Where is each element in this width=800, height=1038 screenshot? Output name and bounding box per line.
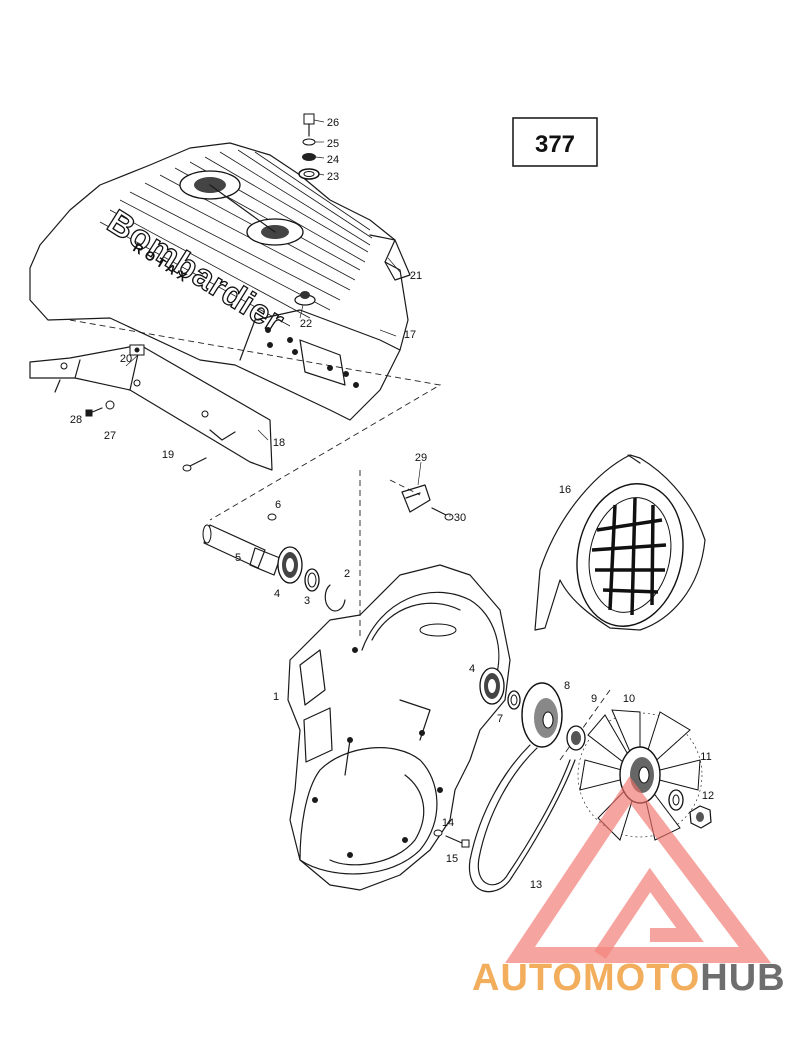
part-label-29: 29 <box>415 452 427 464</box>
part-label-27: 27 <box>104 430 116 442</box>
part-label-2: 2 <box>344 568 350 580</box>
part-label-6: 6 <box>275 499 281 511</box>
part-label-19: 19 <box>162 449 174 461</box>
leader-lines <box>125 119 451 517</box>
part-label-23: 23 <box>327 171 339 183</box>
fan-housing <box>287 564 511 891</box>
part-label-16: 16 <box>559 484 571 496</box>
part-label-4: 4 <box>274 588 280 600</box>
bracket-hardware <box>85 400 207 472</box>
part-label-18: 18 <box>273 437 285 449</box>
watermark-text-part1: AUTOMOTO <box>472 957 700 999</box>
page-reference-box: 377 <box>512 117 598 167</box>
watermark-text: AUTOMOTOHUB <box>472 957 786 999</box>
fan-impeller <box>577 709 703 841</box>
spacer <box>566 725 586 751</box>
pulley <box>521 682 563 748</box>
part-label-26: 26 <box>327 117 339 129</box>
pulley-side-parts <box>479 667 521 710</box>
shaft-assembly <box>202 513 346 612</box>
part-label-8: 8 <box>564 680 570 692</box>
part-label-9: 9 <box>591 693 597 705</box>
part-label-4b: 4 <box>469 663 475 675</box>
part-label-7: 7 <box>497 713 503 725</box>
part-label-10: 10 <box>623 693 635 705</box>
part-label-5: 5 <box>235 552 241 564</box>
page-reference-number: 377 <box>535 131 575 158</box>
part-label-14: 14 <box>442 817 454 829</box>
drive-belt <box>468 744 576 893</box>
cover-bracket <box>29 344 273 471</box>
fan-fasteners <box>668 789 712 829</box>
part-number-labels: 1 2 3 4 4 5 6 7 8 9 10 11 12 13 14 15 16… <box>70 117 714 891</box>
housing-screw <box>433 829 470 848</box>
part-label-1: 1 <box>273 691 279 703</box>
watermark: AUTOMOTOHUB <box>472 776 786 999</box>
part-label-11: 11 <box>700 751 711 763</box>
watermark-text-part2: HUB <box>700 957 785 999</box>
part-label-30: 30 <box>454 512 466 524</box>
part-label-3: 3 <box>304 595 310 607</box>
watermark-triangle-logo <box>505 776 772 963</box>
part-label-20: 20 <box>120 353 132 365</box>
engine-cover: Bombardier ROTAX <box>29 142 411 421</box>
part-label-24: 24 <box>327 154 339 166</box>
fan-shroud <box>534 454 706 631</box>
clip-and-screw <box>401 484 454 521</box>
part-label-12: 12 <box>702 790 714 802</box>
top-fasteners <box>298 113 320 180</box>
assembly-guide-lines <box>69 319 611 761</box>
part-label-17: 17 <box>404 329 416 341</box>
part-label-15: 15 <box>446 853 458 865</box>
part-label-13: 13 <box>530 879 542 891</box>
part-label-22: 22 <box>300 318 312 330</box>
part-label-21: 21 <box>410 270 422 282</box>
part-label-28: 28 <box>70 414 82 426</box>
part-label-25: 25 <box>327 138 339 150</box>
